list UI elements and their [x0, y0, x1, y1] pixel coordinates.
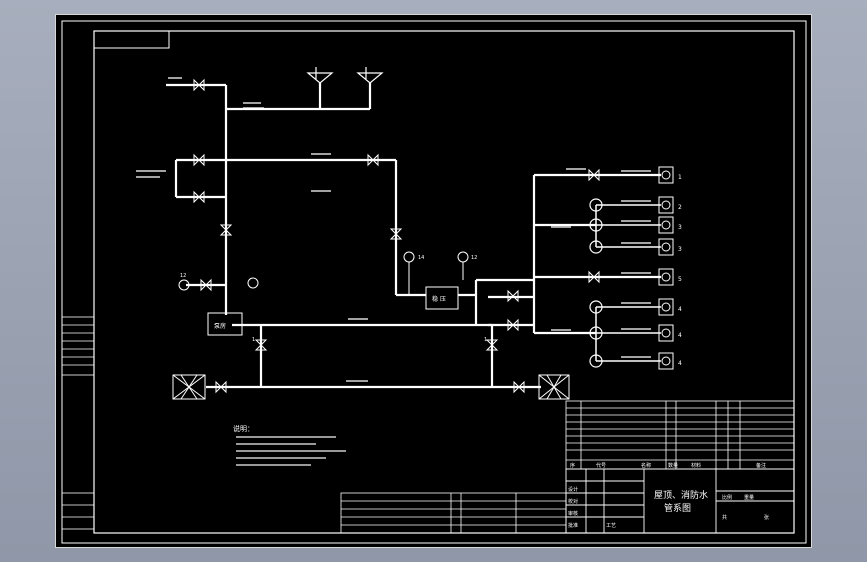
gauge-icon — [178, 251, 469, 295]
outer-border — [61, 20, 807, 544]
outlet-num: 1 — [678, 174, 682, 181]
sign-cell: 工艺 — [606, 523, 616, 529]
pump-room-left-label: 泵房 — [214, 322, 226, 330]
bottom-list — [340, 492, 567, 534]
outlet-num: 3 — [678, 224, 682, 231]
drawing-title: 屋顶、消防水 — [654, 489, 708, 501]
sprinkler-icons — [589, 198, 603, 368]
gauge-num: 12 — [180, 273, 186, 279]
tank-left-icon — [172, 374, 206, 400]
outlet-risers — [595, 204, 661, 362]
tank-right-icon — [538, 374, 570, 400]
outlet-num: 3 — [678, 246, 682, 253]
parts-header: 备注 — [756, 462, 766, 469]
pump-room-mid-label: 稳 压 — [432, 295, 446, 303]
scale-cell: 重量 — [744, 494, 754, 501]
pipe-annotations — [136, 77, 651, 388]
scale-cell: 张 — [764, 514, 769, 521]
piping — [166, 83, 661, 389]
pump-room-mid — [425, 286, 459, 310]
left-margin-tabs — [61, 316, 95, 530]
parts-list — [565, 400, 795, 470]
sign-cell: 校对 — [568, 498, 578, 505]
notes-heading: 说明： — [233, 424, 254, 433]
sign-cell: 设计 — [568, 486, 578, 493]
drawing-subtitle: 管系图 — [664, 502, 691, 514]
pump-num: 1 — [252, 337, 255, 343]
parts-header: 代号 — [596, 462, 606, 469]
pump-room-left — [207, 312, 243, 336]
roof-vent-right-icon — [356, 67, 384, 84]
pump-num: 1 — [484, 337, 487, 343]
outlet-num: 5 — [678, 276, 682, 283]
outlet-num: 4 — [678, 360, 682, 367]
outlet-boxes — [658, 166, 674, 370]
title-block — [565, 468, 795, 534]
drawing-viewport[interactable]: 泵房 稳 压 1 2 3 3 5 4 4 4 12 14 12 1 1 — [55, 14, 812, 548]
parts-header: 名称 — [641, 462, 651, 469]
parts-header: 数量 — [668, 462, 678, 469]
roof-vent-left-icon — [306, 67, 334, 84]
corner-box — [93, 30, 170, 49]
schematic-canvas: 泵房 稳 压 1 2 3 3 5 4 4 4 12 14 12 1 1 — [61, 20, 807, 544]
parts-header: 材料 — [691, 462, 701, 469]
notes-lines — [236, 436, 346, 466]
outlet-num: 4 — [678, 306, 682, 313]
gauge-num: 14 — [418, 255, 424, 261]
inner-border — [93, 30, 795, 534]
parts-header: 序 — [570, 462, 575, 469]
valves — [193, 78, 600, 394]
scale-cell: 共 — [722, 514, 727, 521]
sign-cell: 批准 — [568, 522, 578, 529]
sign-cell: 审核 — [568, 510, 578, 517]
scale-cell: 比例 — [722, 494, 732, 501]
gauge-num: 12 — [471, 255, 477, 261]
outlet-num: 4 — [678, 332, 682, 339]
outlet-num: 2 — [678, 204, 682, 211]
